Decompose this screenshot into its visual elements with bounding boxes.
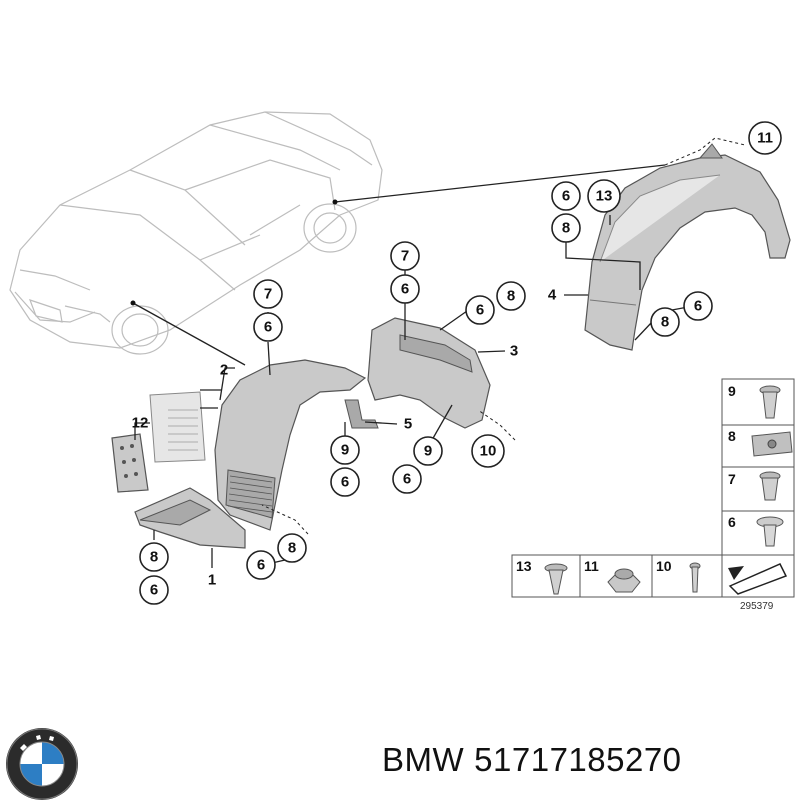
callout-8-front-bottom: 8 — [277, 533, 307, 563]
nut-11-icon — [607, 568, 641, 593]
legend-num-11: 11 — [584, 558, 599, 574]
svg-text:8: 8 — [507, 288, 515, 305]
label-3: 3 — [510, 343, 518, 360]
svg-text:7: 7 — [401, 248, 409, 265]
svg-text:13: 13 — [596, 188, 613, 205]
callout-8-left-bottom: 8 — [139, 542, 169, 572]
callout-6-left: 6 — [253, 312, 283, 342]
svg-text:8: 8 — [661, 314, 669, 331]
figure-number: 295379 — [740, 601, 774, 612]
svg-text:6: 6 — [341, 474, 349, 491]
part-number: 51717185270 — [474, 741, 682, 778]
callout-6-center: 6 — [390, 274, 420, 304]
legend-num-7: 7 — [728, 471, 736, 487]
svg-text:10: 10 — [480, 443, 497, 460]
svg-text:11: 11 — [757, 130, 773, 147]
brand-name: BMW — [382, 741, 465, 778]
rear-wheel-arch-liner — [584, 143, 791, 351]
speed-nut-8-icon — [751, 431, 793, 457]
callout-8-rear-top: 8 — [551, 213, 581, 243]
callout-9-center-bottom: 9 — [413, 436, 443, 466]
callout-13-rear: 13 — [587, 179, 621, 213]
svg-text:8: 8 — [288, 540, 296, 557]
front-lower-panel — [134, 487, 246, 549]
label-2: 2 — [220, 362, 228, 379]
legend-bottom-row: 13 11 10 295379 — [511, 554, 795, 612]
pin-10-icon — [689, 562, 701, 593]
callout-8-center-right: 8 — [496, 281, 526, 311]
svg-text:6: 6 — [562, 188, 570, 205]
callout-10-center: 10 — [471, 434, 505, 468]
callout-6-left-bottom: 6 — [139, 575, 169, 605]
svg-text:6: 6 — [476, 302, 484, 319]
legend-num-10: 10 — [656, 558, 672, 574]
callout-7-left: 7 — [253, 279, 283, 309]
label-12: 12 — [132, 415, 149, 432]
clip-9-icon — [759, 385, 781, 419]
front-wheel-arch-liner — [214, 359, 367, 531]
callout-9-center: 9 — [330, 435, 360, 465]
callout-7-center: 7 — [390, 241, 420, 271]
callout-6-rear-bottom: 6 — [683, 291, 713, 321]
callout-6-center-bottom-left: 6 — [330, 467, 360, 497]
leader-lines — [134, 137, 746, 568]
svg-text:7: 7 — [264, 286, 272, 303]
clip-13-icon — [544, 563, 568, 595]
svg-text:6: 6 — [401, 281, 409, 298]
svg-text:9: 9 — [341, 442, 349, 459]
label-5: 5 — [404, 416, 412, 433]
front-grille-duct — [111, 391, 206, 493]
svg-text:6: 6 — [694, 298, 702, 315]
center-inner-liner — [344, 317, 491, 429]
label-4: 4 — [548, 287, 557, 304]
callout-11: 11 — [748, 121, 782, 155]
label-1: 1 — [208, 572, 216, 589]
legend-num-9: 9 — [728, 383, 736, 399]
rivet-6-icon — [756, 516, 784, 547]
svg-text:6: 6 — [264, 319, 272, 336]
callout-6-center-right: 6 — [465, 295, 495, 325]
arrow-symbol-icon — [728, 563, 788, 595]
svg-text:6: 6 — [150, 582, 158, 599]
callout-6-center-bottom: 6 — [392, 464, 422, 494]
svg-text:6: 6 — [257, 557, 265, 574]
legend-num-13: 13 — [516, 558, 532, 574]
legend-num-6: 6 — [728, 514, 736, 530]
svg-text:8: 8 — [562, 220, 570, 237]
legend-num-8: 8 — [728, 428, 736, 444]
callout-6-rear-top: 6 — [551, 181, 581, 211]
svg-text:9: 9 — [424, 443, 432, 460]
car-outline — [9, 111, 383, 355]
clip-7-icon — [759, 471, 781, 501]
callout-8-rear-bottom: 8 — [650, 307, 680, 337]
svg-text:6: 6 — [403, 471, 411, 488]
callout-6-front-bottom: 6 — [246, 550, 276, 580]
legend-right-column: 9 8 7 6 — [721, 378, 795, 556]
svg-text:8: 8 — [150, 549, 158, 566]
bmw-logo-icon — [6, 728, 78, 800]
